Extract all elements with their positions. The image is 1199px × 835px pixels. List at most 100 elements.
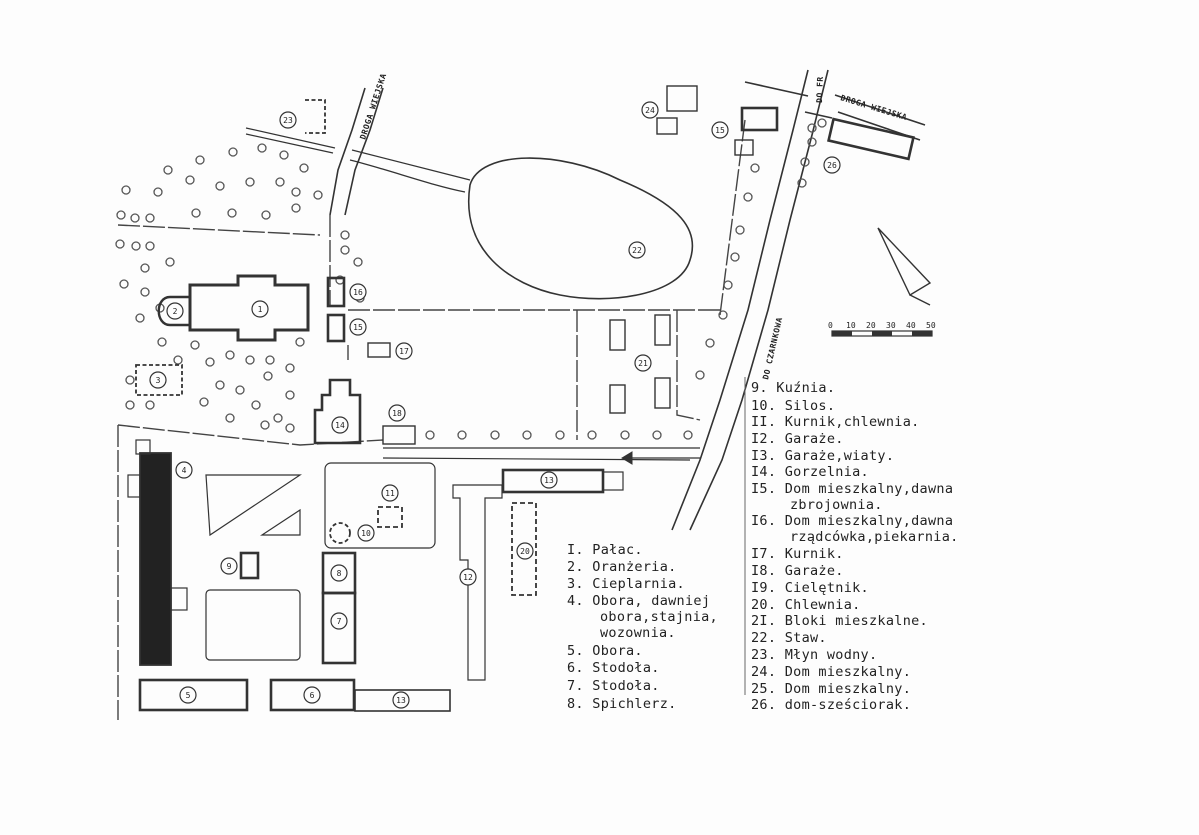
- building-21-block[interactable]: [609, 319, 626, 351]
- tree-icon: [195, 155, 205, 165]
- road-edge: [329, 87, 366, 216]
- building-number-label: 14: [335, 421, 345, 430]
- building-5-obora[interactable]: [138, 678, 249, 712]
- building-4-barn[interactable]: [139, 452, 172, 666]
- legend-item: I9. Cielętnik.: [751, 580, 869, 596]
- building-9-smithy[interactable]: [239, 551, 260, 580]
- tree-icon: [291, 187, 301, 197]
- tree-icon: [119, 279, 129, 289]
- legend-item: 3. Cieplarnia.: [567, 576, 685, 592]
- legend-item: I3. Garaże,wiaty.: [751, 448, 894, 464]
- legend-item: 20. Chlewnia.: [751, 597, 861, 613]
- tree-icon: [817, 118, 827, 128]
- tree-icon: [227, 208, 237, 218]
- building-7-stodola[interactable]: [321, 591, 357, 665]
- building-number-label: 4: [182, 466, 187, 475]
- buildings: [127, 85, 915, 712]
- roads: [245, 69, 926, 531]
- tree-icon: [125, 375, 135, 385]
- tree-icon: [205, 357, 215, 367]
- building-14-gorzelnia[interactable]: [313, 378, 362, 445]
- tree-icon: [190, 340, 200, 350]
- building-21-block[interactable]: [654, 377, 671, 409]
- building-number-label: 13: [544, 476, 554, 485]
- building-number-label: 7: [337, 617, 342, 626]
- building-number-marker: 17: [395, 342, 413, 360]
- building-number-label: 22: [632, 246, 642, 255]
- building-number-marker: 9: [220, 557, 238, 575]
- building-12-garages[interactable]: [452, 484, 503, 681]
- legend-item: I8. Garaże.: [751, 563, 844, 579]
- legend-item: I7. Kurnik.: [751, 546, 844, 562]
- building-number-label: 2: [173, 307, 178, 316]
- building-number-label: 16: [353, 288, 363, 297]
- legend-left: I. Pałac. 2. Oranżeria. 3. Cieplarnia. 4…: [567, 542, 718, 712]
- building-number-marker: 11: [381, 484, 399, 502]
- building-number-label: 26: [827, 161, 837, 170]
- tree-icon: [340, 245, 350, 255]
- tree-icon: [153, 187, 163, 197]
- building-11-kurnik[interactable]: [377, 506, 403, 528]
- tree-icon: [299, 163, 309, 173]
- building-15-dom[interactable]: [326, 313, 346, 343]
- tree-icon: [555, 430, 565, 440]
- scale-tick: 40: [906, 321, 916, 330]
- building-18-garages[interactable]: [382, 425, 416, 445]
- building-16-dom[interactable]: [326, 276, 346, 308]
- tree-icon: [225, 350, 235, 360]
- scale-tick: 50: [926, 321, 936, 330]
- building-number-marker: 15: [349, 318, 367, 336]
- building-13-bottom[interactable]: [354, 689, 451, 712]
- tree-icon: [260, 420, 270, 430]
- building-23-mill[interactable]: [305, 99, 326, 134]
- building-number-marker: 4: [175, 461, 193, 479]
- building-number-marker: 3: [149, 371, 167, 389]
- building-number-marker: 16: [349, 283, 367, 301]
- legend-item: 7. Stodoła.: [567, 678, 660, 694]
- fences: [117, 119, 746, 720]
- building-21-block[interactable]: [654, 314, 671, 346]
- building-number-label: 6: [310, 691, 315, 700]
- legend-item: 23. Młyn wodny.: [751, 647, 877, 663]
- building-number-label: 10: [361, 529, 371, 538]
- building-number-marker: 10: [357, 524, 375, 542]
- building-26-dom[interactable]: [827, 117, 915, 161]
- legend-item: II. Kurnik,chlewnia.: [751, 414, 920, 430]
- building-24-dom[interactable]: [666, 85, 698, 112]
- building-10-silo[interactable]: [329, 522, 351, 544]
- building-21-block[interactable]: [609, 384, 626, 414]
- tree-icon: [273, 413, 283, 423]
- tree-icon: [750, 163, 760, 173]
- building-number-label: 17: [399, 347, 409, 356]
- building-6-stodola[interactable]: [269, 678, 356, 712]
- tree-icon: [131, 241, 141, 251]
- tree-icon: [173, 355, 183, 365]
- legend-item: 26. dom-sześciorak.: [751, 697, 911, 713]
- tree-icon: [275, 177, 285, 187]
- tree-icon: [116, 210, 126, 220]
- tree-icon: [135, 313, 145, 323]
- building-number-label: 20: [520, 547, 530, 556]
- legend-item: 2. Oranżeria.: [567, 559, 677, 575]
- legend-item: I4. Gorzelnia.: [751, 464, 869, 480]
- building-2-orangery: [157, 295, 190, 327]
- tree-icon: [807, 137, 817, 147]
- building-number-label: 1: [258, 305, 263, 314]
- tree-icon: [457, 430, 467, 440]
- building-20-chlewnia[interactable]: [511, 502, 537, 596]
- legend-item: I5. Dom mieszkalny,dawna: [751, 481, 953, 497]
- tree-icon: [620, 430, 630, 440]
- scale-tick: 30: [886, 321, 896, 330]
- building-number-marker: 6: [303, 686, 321, 704]
- road-edge-czarnkow: [689, 69, 829, 531]
- building-17-kurnik[interactable]: [367, 342, 391, 358]
- building-number-marker: 12: [459, 568, 477, 586]
- building-25-dom[interactable]: [740, 106, 779, 132]
- tree-icon: [261, 210, 271, 220]
- building-number-marker: 18: [388, 404, 406, 422]
- scale-tick: 10: [846, 321, 856, 330]
- tree-icon: [245, 177, 255, 187]
- tree-icon: [191, 208, 201, 218]
- building-number-label: 11: [385, 489, 395, 498]
- legend-item: 2I. Bloki mieszkalne.: [751, 613, 928, 629]
